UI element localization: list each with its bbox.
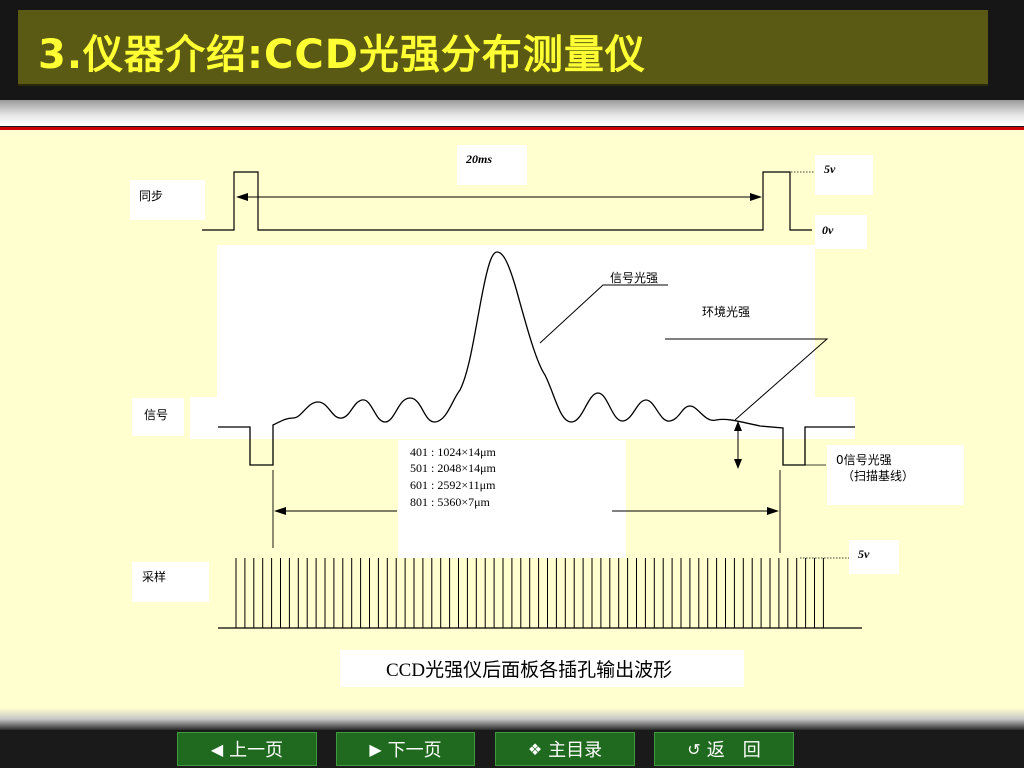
sampling-pulses bbox=[235, 558, 824, 628]
diamond-icon: ❖ bbox=[527, 739, 543, 759]
window-arrow-right-head bbox=[767, 507, 779, 515]
next-page-button[interactable]: ▶ 下一页 bbox=[336, 732, 475, 766]
v5-bottom-box bbox=[849, 540, 899, 574]
signal-label: 信号 bbox=[144, 408, 168, 422]
footer-band bbox=[0, 708, 1024, 730]
title-bar bbox=[18, 10, 988, 84]
signal-panel bbox=[217, 245, 815, 400]
amplitude-arrow-top-head bbox=[734, 421, 742, 431]
next-page-label: 下一页 bbox=[387, 740, 442, 761]
signal-waveform bbox=[218, 251, 855, 466]
period-arrow-right-head bbox=[750, 193, 762, 201]
prev-page-label: 上一页 bbox=[229, 740, 284, 761]
header-divider bbox=[0, 100, 1024, 126]
sampling-label-box bbox=[132, 562, 209, 602]
back-button[interactable]: ↺ 返 回 bbox=[654, 732, 794, 766]
signal-panel-band bbox=[190, 397, 855, 439]
slide-title: 3.仪器介绍:CCD光强分布测量仪 bbox=[38, 32, 646, 78]
sync-waveform bbox=[202, 171, 812, 231]
baseline-label-box bbox=[827, 445, 964, 505]
spec-801: 801 : 5360×7μm bbox=[410, 495, 491, 509]
v0-top-label: 0v bbox=[822, 223, 834, 237]
sync-label: 同步 bbox=[139, 189, 163, 203]
spec-601: 601 : 2592×11μm bbox=[410, 478, 496, 492]
home-button[interactable]: ❖ 主目录 bbox=[495, 732, 635, 766]
v5-top-label: 5v bbox=[824, 162, 836, 176]
spec-501: 501 : 2048×14μm bbox=[410, 461, 497, 475]
period-label-box bbox=[457, 145, 527, 185]
home-label: 主目录 bbox=[548, 740, 603, 761]
signal-light-leader bbox=[539, 284, 668, 344]
red-rule bbox=[0, 127, 1024, 130]
caption-box bbox=[340, 650, 744, 687]
period-label: 20ms bbox=[465, 152, 492, 166]
triangle-left-icon: ◀ bbox=[210, 739, 224, 759]
baseline-label-1: 0信号光强 bbox=[836, 453, 892, 467]
diagram-caption: CCD光强仪后面板各插孔输出波形 bbox=[386, 659, 672, 681]
ambient-light-leader bbox=[665, 338, 829, 421]
window-arrow-left-head bbox=[274, 507, 286, 515]
prev-page-button[interactable]: ◀ 上一页 bbox=[177, 732, 317, 766]
v0-top-box bbox=[815, 215, 867, 249]
baseline-label-2: （扫描基线） bbox=[842, 469, 914, 483]
period-arrow-left-head bbox=[236, 193, 248, 201]
back-label: 返 回 bbox=[706, 740, 761, 761]
triangle-right-icon: ▶ bbox=[369, 739, 382, 759]
spec-401: 401 : 1024×14μm bbox=[410, 445, 497, 459]
v5-bottom-label: 5v bbox=[858, 547, 870, 561]
amplitude-arrow-bottom-head bbox=[734, 459, 742, 469]
return-arrow-icon: ↺ bbox=[687, 739, 701, 759]
signal-label-box bbox=[132, 398, 184, 436]
specs-box bbox=[398, 440, 626, 558]
sampling-label: 采样 bbox=[142, 569, 166, 584]
v5-top-box bbox=[815, 155, 873, 195]
signal-light-label: 信号光强 bbox=[610, 271, 658, 285]
sync-label-box bbox=[130, 180, 205, 220]
ambient-light-label: 环境光强 bbox=[702, 304, 750, 319]
